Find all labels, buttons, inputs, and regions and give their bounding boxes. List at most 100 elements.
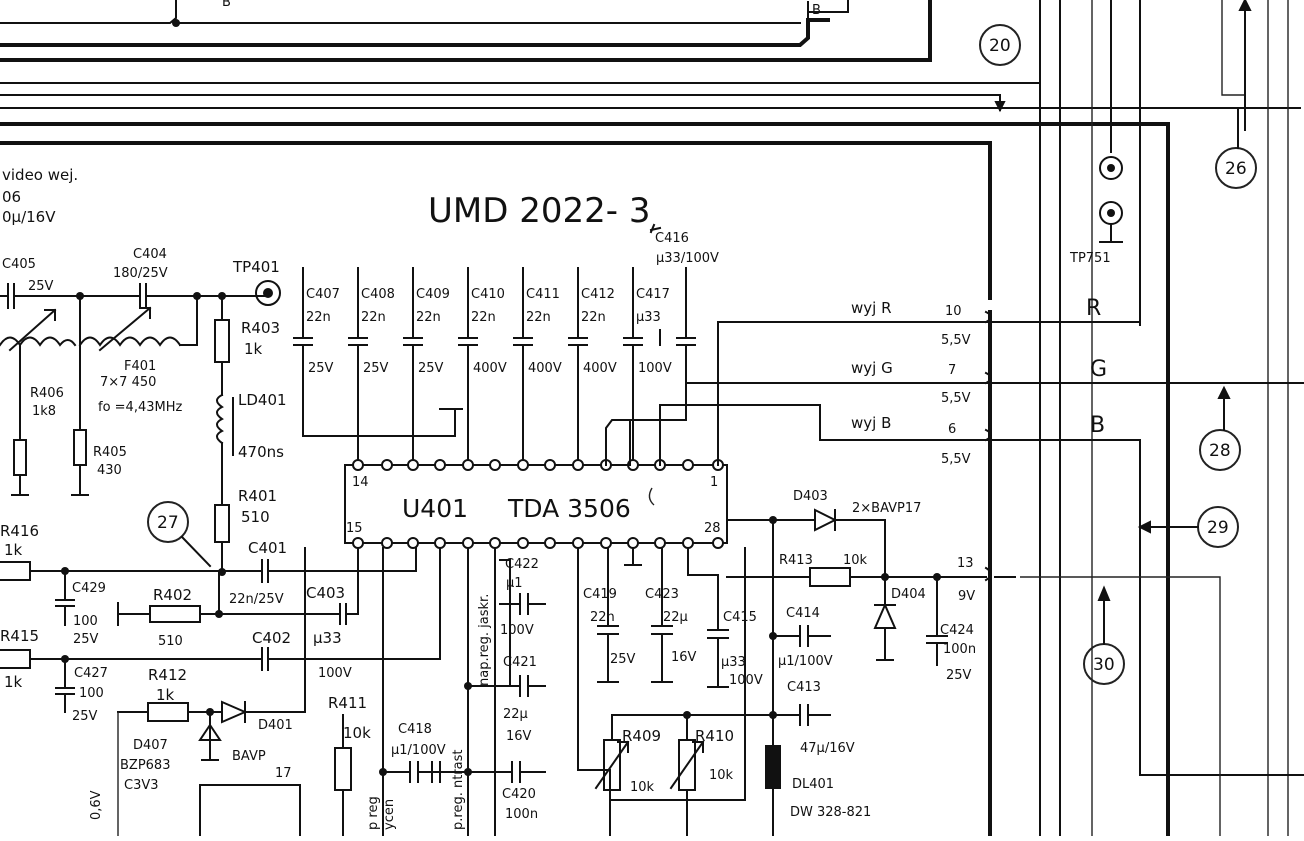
cap-voltage: 100V xyxy=(638,361,672,376)
svg-text:R416: R416 xyxy=(0,522,39,540)
channel-b: B xyxy=(1090,413,1105,438)
svg-text:5,5V: 5,5V xyxy=(941,333,971,348)
cap-value: 22n xyxy=(306,310,331,325)
svg-text:nap.reg. jaskr.: nap.reg. jaskr. xyxy=(477,594,492,686)
svg-text:5,5V: 5,5V xyxy=(941,391,971,406)
svg-text:D407: D407 xyxy=(133,738,168,753)
ref-30: 30 xyxy=(1093,655,1115,675)
svg-text:C402: C402 xyxy=(252,629,291,647)
cap-value: 22n xyxy=(361,310,386,325)
svg-text:1: 1 xyxy=(710,475,718,490)
svg-text:C429: C429 xyxy=(72,581,106,596)
ic-u401: U401 TDA 3506 14 1 15 28 xyxy=(344,459,728,549)
svg-text:R413: R413 xyxy=(779,553,813,568)
ic-pin xyxy=(712,537,724,549)
ic-pin xyxy=(627,537,639,549)
ic-pin xyxy=(544,459,556,471)
svg-text:C416: C416 xyxy=(655,231,689,246)
svg-text:p reg: p reg xyxy=(366,796,381,830)
svg-text:430: 430 xyxy=(97,463,122,478)
ic-pin xyxy=(517,537,529,549)
svg-text:R406: R406 xyxy=(30,386,64,401)
delay-chain: R403 1k LD401 470ns R401 510 xyxy=(214,295,287,576)
cap-value: 22n xyxy=(526,310,551,325)
svg-text:0,6V: 0,6V xyxy=(89,790,104,820)
cap-ref: C409 xyxy=(416,287,450,302)
svg-text:10: 10 xyxy=(945,304,962,319)
svg-text:LD401: LD401 xyxy=(238,391,287,409)
svg-text:C421: C421 xyxy=(503,655,537,670)
cap-ref: C411 xyxy=(526,287,560,302)
test-points: TP751 TP401 xyxy=(232,156,1123,306)
ic-pin xyxy=(407,459,419,471)
ic-pin xyxy=(407,537,419,549)
ic-pin xyxy=(489,537,501,549)
svg-text:fo =4,43MHz: fo =4,43MHz xyxy=(98,400,182,415)
cap-value: 22n xyxy=(416,310,441,325)
ic-pin xyxy=(434,537,446,549)
ic-pin xyxy=(489,459,501,471)
left-lower: R416 1k C401 22n/25V C429 100 25V R402 5… xyxy=(0,522,441,837)
channel-g: G xyxy=(1090,357,1107,382)
svg-text:13: 13 xyxy=(957,556,974,571)
svg-text:25V: 25V xyxy=(28,279,54,294)
svg-text:9V: 9V xyxy=(958,589,975,604)
svg-text:C3V3: C3V3 xyxy=(124,778,159,793)
cap-voltage: 400V xyxy=(583,361,617,376)
svg-text:2×BAVP17: 2×BAVP17 xyxy=(852,501,921,516)
ref-28: 28 xyxy=(1209,441,1231,461)
ic-pin xyxy=(517,459,529,471)
svg-text:µ1/100V: µ1/100V xyxy=(391,743,446,758)
svg-text:1k: 1k xyxy=(156,686,175,704)
circled-refs: 20 26 28 29 30 27 xyxy=(147,24,1257,685)
svg-text:17: 17 xyxy=(275,766,292,781)
svg-text:1k: 1k xyxy=(4,673,23,691)
svg-text:10k: 10k xyxy=(709,768,734,783)
ic-pin xyxy=(682,537,694,549)
cap-value: 22n xyxy=(581,310,606,325)
svg-text:F401: F401 xyxy=(124,359,156,374)
svg-text:1k8: 1k8 xyxy=(32,404,56,419)
ref-29: 29 xyxy=(1207,518,1229,538)
svg-text:22n: 22n xyxy=(590,610,615,625)
middle-lower: C418 µ1/100V C420 100n C422 µ1 100V C421… xyxy=(366,547,546,837)
svg-text:C418: C418 xyxy=(398,722,432,737)
cap-ref: C410 xyxy=(471,287,505,302)
svg-text:C405: C405 xyxy=(2,257,36,272)
svg-text:7×7 450: 7×7 450 xyxy=(100,375,156,390)
svg-text:1k: 1k xyxy=(4,541,23,559)
svg-text:C424: C424 xyxy=(940,623,974,638)
svg-text:C423: C423 xyxy=(645,587,679,602)
ic-pin xyxy=(682,459,694,471)
cap-ref: C417 xyxy=(636,287,670,302)
svg-text:25V: 25V xyxy=(73,632,99,647)
svg-text:R401: R401 xyxy=(238,487,277,505)
out-g-label: wyj G xyxy=(851,359,893,377)
ic-pin xyxy=(654,537,666,549)
svg-text:DW 328-821: DW 328-821 xyxy=(790,805,871,820)
cap-voltage: 25V xyxy=(418,361,444,376)
svg-text:22µ: 22µ xyxy=(663,610,688,625)
svg-text:10k: 10k xyxy=(630,780,655,795)
svg-text:10k: 10k xyxy=(343,724,371,742)
capacitor-bank: C40722n25VC40822n25VC40922n25VC41022n400… xyxy=(293,267,696,466)
right-lower: C419 22n 25V C423 22µ 16V C415 µ33 100V … xyxy=(577,547,771,837)
svg-text:C401: C401 xyxy=(248,539,287,557)
svg-text:25V: 25V xyxy=(610,652,636,667)
svg-text:180/25V: 180/25V xyxy=(113,266,168,281)
svg-text:15: 15 xyxy=(346,521,363,536)
cap-c409: C409 22n 25V xyxy=(403,267,450,406)
svg-text:28: 28 xyxy=(704,521,721,536)
svg-text:16V: 16V xyxy=(671,650,697,665)
ic-pin xyxy=(600,537,612,549)
svg-text:p.reg. ntrast: p.reg. ntrast xyxy=(451,750,466,830)
c406-ref: 06 xyxy=(2,188,21,206)
svg-text:C419: C419 xyxy=(583,587,617,602)
svg-text:100n: 100n xyxy=(943,642,976,657)
